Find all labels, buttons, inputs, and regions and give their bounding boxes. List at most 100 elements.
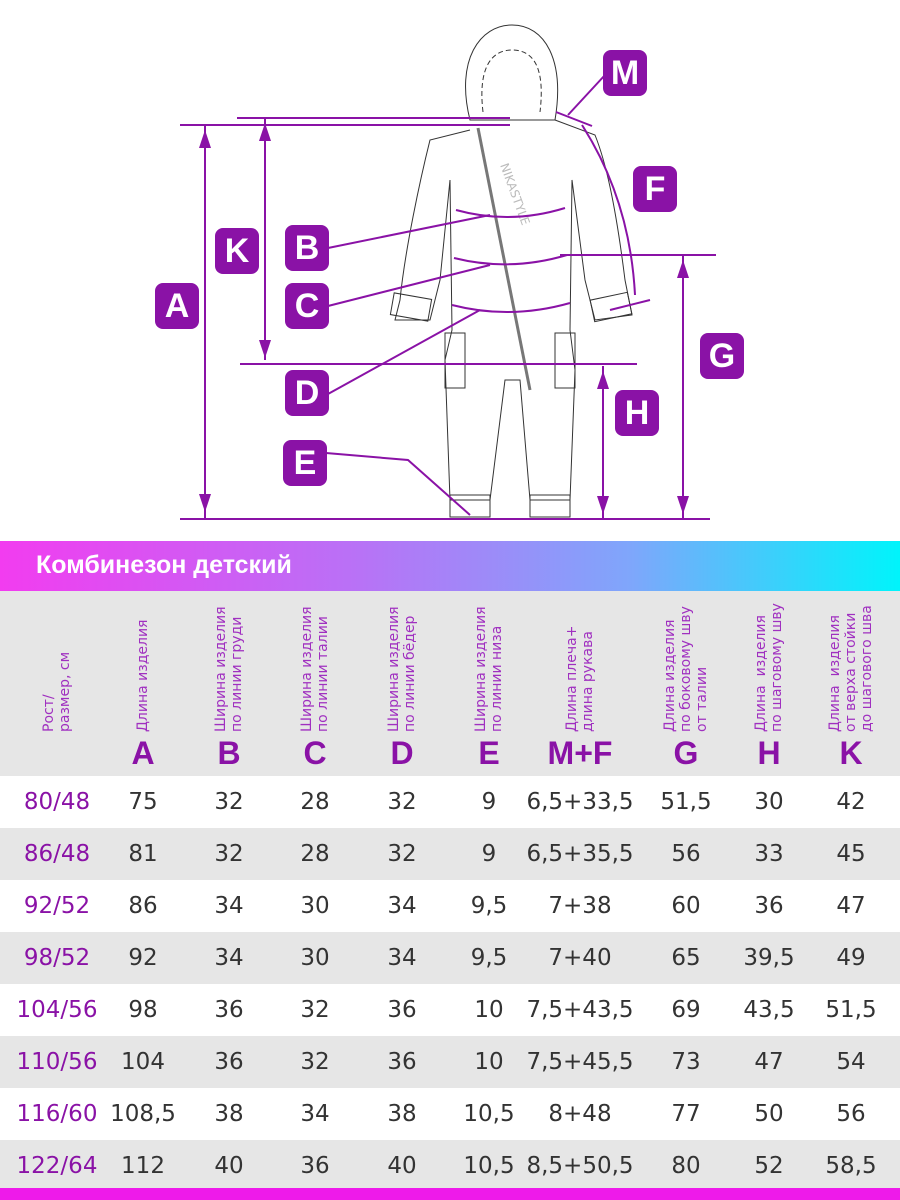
value-cell: 10,5 [463, 1153, 515, 1179]
value-cell: 10,5 [463, 1101, 515, 1127]
value-cell: 38 [214, 1101, 244, 1127]
value-cell: 7,5+43,5 [526, 997, 634, 1023]
value-cell: 34 [214, 893, 244, 919]
size-cell: 92/52 [23, 893, 91, 919]
value-cell: 92 [128, 945, 158, 971]
header-cell: Длина изделия от верха стойки до шаговог… [808, 591, 894, 776]
value-cell: 28 [300, 789, 330, 815]
header-letter: A [131, 735, 155, 771]
header-letter: D [390, 735, 414, 771]
value-cell: 54 [836, 1049, 866, 1075]
value-cell: 32 [387, 841, 417, 867]
value-cell: 73 [671, 1049, 701, 1075]
header-letter: E [478, 735, 500, 771]
value-cell: 34 [387, 893, 417, 919]
value-cell: 32 [300, 997, 330, 1023]
value-cell: 9 [481, 841, 497, 867]
value-cell: 34 [387, 945, 417, 971]
value-cell: 34 [214, 945, 244, 971]
label-a: A [155, 283, 199, 329]
header-label: Ширина изделия по линии низа [473, 606, 505, 732]
value-cell: 30 [300, 945, 330, 971]
value-cell: 47 [754, 1049, 784, 1075]
value-cell: 49 [836, 945, 866, 971]
value-cell: 7+40 [548, 945, 612, 971]
value-cell: 60 [671, 893, 701, 919]
size-cell: 122/64 [16, 1153, 98, 1179]
value-cell: 56 [836, 1101, 866, 1127]
value-cell: 8,5+50,5 [526, 1153, 634, 1179]
value-cell: 9 [481, 789, 497, 815]
value-cell: 52 [754, 1153, 784, 1179]
header-label: Ширина изделия по линии груди [213, 606, 245, 732]
label-k: K [215, 228, 259, 274]
value-cell: 30 [754, 789, 784, 815]
value-cell: 75 [128, 789, 158, 815]
value-cell: 36 [387, 997, 417, 1023]
header-letter: G [673, 735, 699, 771]
value-cell: 8+48 [548, 1101, 612, 1127]
header-letter: C [303, 735, 327, 771]
value-cell: 32 [214, 841, 244, 867]
value-cell: 51,5 [660, 789, 712, 815]
value-cell: 10 [474, 997, 504, 1023]
value-cell: 42 [836, 789, 866, 815]
value-cell: 30 [300, 893, 330, 919]
header-label: Длина плеча+ длина рукава [564, 625, 596, 732]
header-label: Длина изделия [135, 619, 151, 732]
value-cell: 56 [671, 841, 701, 867]
label-g: G [700, 333, 744, 379]
header-label: Длина изделия по боковому шву от талии [662, 606, 710, 732]
label-c: C [285, 283, 329, 329]
header-letter: M+F [547, 735, 613, 771]
value-cell: 7,5+45,5 [526, 1049, 634, 1075]
value-cell: 36 [754, 893, 784, 919]
value-cell: 65 [671, 945, 701, 971]
jumpsuit-drawing: NIKASTYLE [180, 24, 716, 520]
header-label: Длина изделия по шаговому шву [753, 603, 785, 732]
label-f: F [633, 166, 677, 212]
value-cell: 36 [214, 997, 244, 1023]
value-cell: 34 [300, 1101, 330, 1127]
value-cell: 80 [671, 1153, 701, 1179]
value-cell: 33 [754, 841, 784, 867]
value-cell: 10 [474, 1049, 504, 1075]
label-d: D [285, 370, 329, 416]
header-letter: B [217, 735, 241, 771]
size-cell: 116/60 [16, 1101, 98, 1127]
value-cell: 32 [214, 789, 244, 815]
value-cell: 40 [387, 1153, 417, 1179]
size-cell: 110/56 [16, 1049, 98, 1075]
value-cell: 32 [300, 1049, 330, 1075]
value-cell: 32 [387, 789, 417, 815]
header-letter: K [839, 735, 863, 771]
value-cell: 104 [121, 1049, 165, 1075]
value-cell: 36 [214, 1049, 244, 1075]
header-label: Ширина изделия по линии бёдер [386, 606, 418, 732]
value-cell: 58,5 [825, 1153, 877, 1179]
header-label: Длина изделия от верха стойки до шаговог… [827, 605, 875, 732]
size-cell: 86/48 [23, 841, 91, 867]
value-cell: 9,5 [470, 945, 508, 971]
value-cell: 81 [128, 841, 158, 867]
value-cell: 39,5 [743, 945, 795, 971]
value-cell: 98 [128, 997, 158, 1023]
measurement-diagram: NIKASTYLE A K B C D E M F G H [0, 0, 900, 530]
value-cell: 28 [300, 841, 330, 867]
value-cell: 86 [128, 893, 158, 919]
value-cell: 108,5 [110, 1101, 176, 1127]
value-cell: 7+38 [548, 893, 612, 919]
header-cell: Рост/ размер, см [12, 591, 102, 776]
value-cell: 36 [300, 1153, 330, 1179]
